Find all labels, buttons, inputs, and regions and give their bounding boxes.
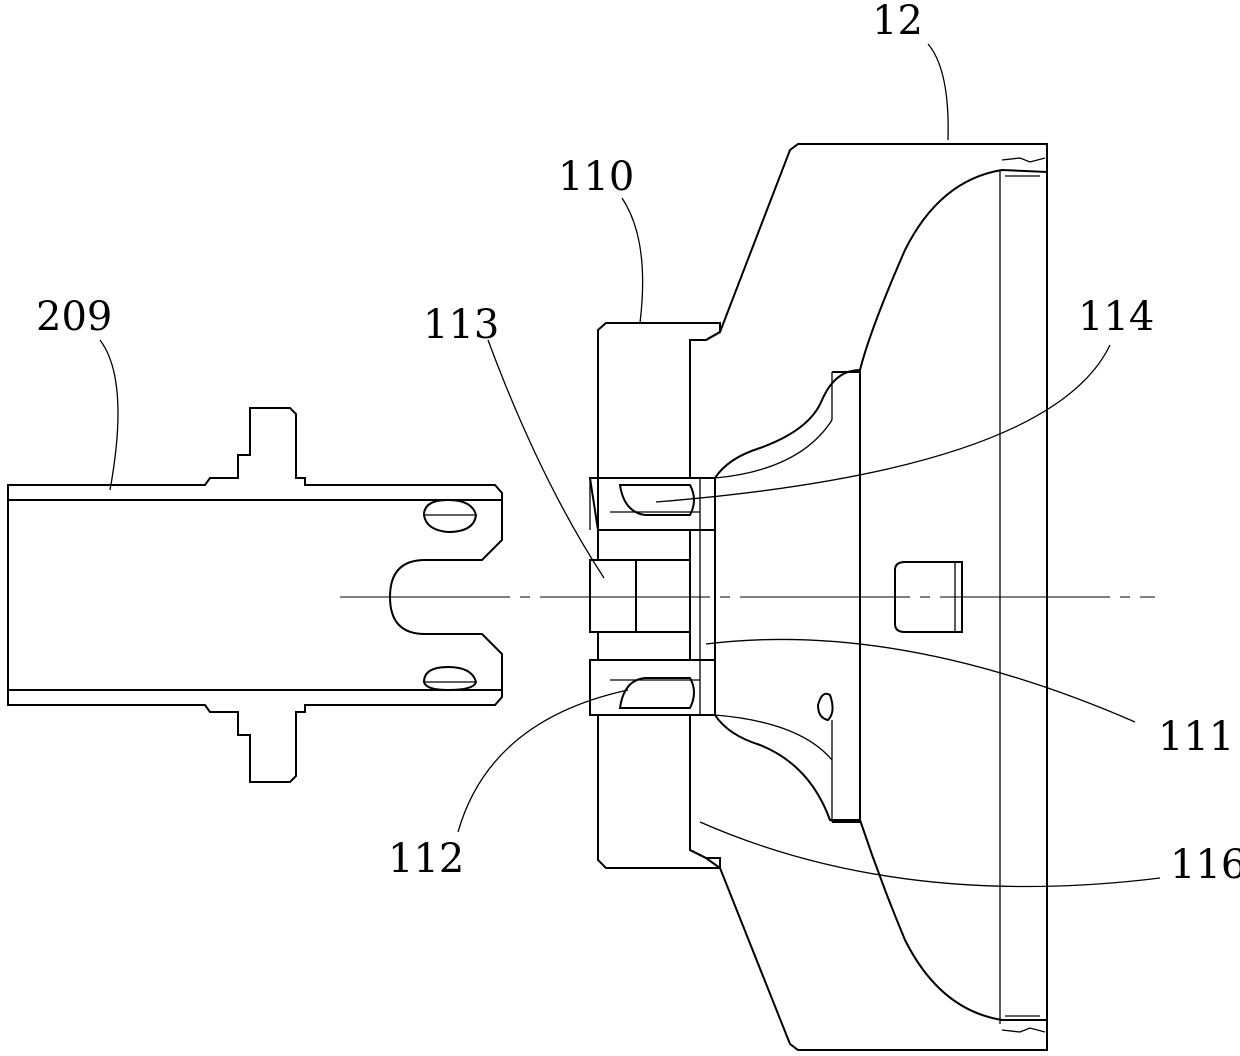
leader-112: [458, 690, 628, 832]
label-113: 113: [423, 302, 499, 348]
leader-114: [656, 345, 1110, 502]
leader-110: [622, 198, 643, 323]
leader-209: [100, 340, 118, 490]
adapter-seal-lower: [590, 660, 715, 715]
housing-lower-wall: [690, 715, 1047, 1050]
label-114: 114: [1078, 294, 1154, 340]
label-209: 209: [36, 294, 112, 340]
connector-hole-upper: [424, 500, 476, 532]
label-12: 12: [872, 0, 923, 44]
label-110: 110: [558, 154, 634, 200]
adapter-lower-block: [598, 715, 720, 868]
connector-hole-lower: [424, 667, 476, 690]
part-209-tube-connector: [8, 408, 502, 782]
connector-slot: [390, 500, 502, 690]
part-110-adapter: [590, 323, 720, 868]
leader-12: [928, 44, 948, 140]
connector-upper-wall: [8, 408, 502, 500]
label-111: 111: [1158, 714, 1234, 760]
adapter-upper-block: [598, 323, 720, 478]
label-116: 116: [1170, 842, 1240, 888]
leader-111: [706, 639, 1135, 722]
label-112: 112: [388, 836, 464, 882]
leader-116: [700, 822, 1160, 887]
adapter-central-port: [590, 560, 690, 632]
connector-lower-wall: [8, 690, 502, 782]
leader-113: [488, 340, 604, 578]
housing-upper-wall: [690, 144, 1047, 478]
